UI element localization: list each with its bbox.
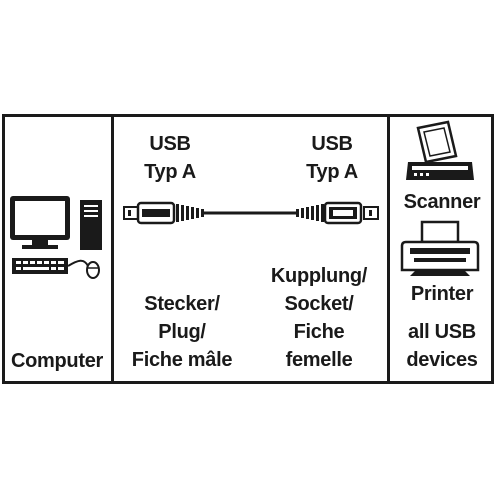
all-usb-devices-label: all USB devices	[392, 318, 492, 374]
printer-icon	[400, 220, 480, 276]
computer-label: Computer	[10, 350, 104, 372]
left-connector-line2: Typ A	[144, 161, 196, 183]
devices-line-2: devices	[406, 349, 478, 371]
socket-type-line-1: Kupplung/	[270, 265, 368, 287]
plug-type-line-3: Fiche mâle	[131, 349, 233, 371]
socket-type-line-3: Fiche	[293, 321, 345, 343]
scanner-icon	[406, 120, 474, 180]
plug-type-line-2: Plug/	[158, 321, 206, 343]
usb-cable-icon	[123, 201, 379, 225]
right-connector-line1: USB	[311, 133, 353, 155]
right-connector-line2: Typ A	[306, 161, 358, 183]
plug-type-line-1: Stecker/	[144, 293, 220, 315]
socket-type-line-4: femelle	[285, 349, 353, 371]
plug-type-label: Stecker/ Plug/ Fiche mâle	[120, 290, 244, 374]
scanner-label: Scanner	[403, 191, 481, 213]
devices-line-1: all USB	[408, 321, 476, 343]
panel-divider-left	[111, 114, 114, 384]
socket-type-label: Kupplung/ Socket/ Fiche femelle	[258, 262, 380, 374]
computer-icon	[10, 196, 102, 279]
panel-divider-right	[387, 114, 390, 384]
socket-type-line-2: Socket/	[284, 293, 354, 315]
printer-label: Printer	[410, 283, 474, 305]
diagram-frame	[2, 114, 494, 384]
left-connector-line1: USB	[149, 133, 191, 155]
